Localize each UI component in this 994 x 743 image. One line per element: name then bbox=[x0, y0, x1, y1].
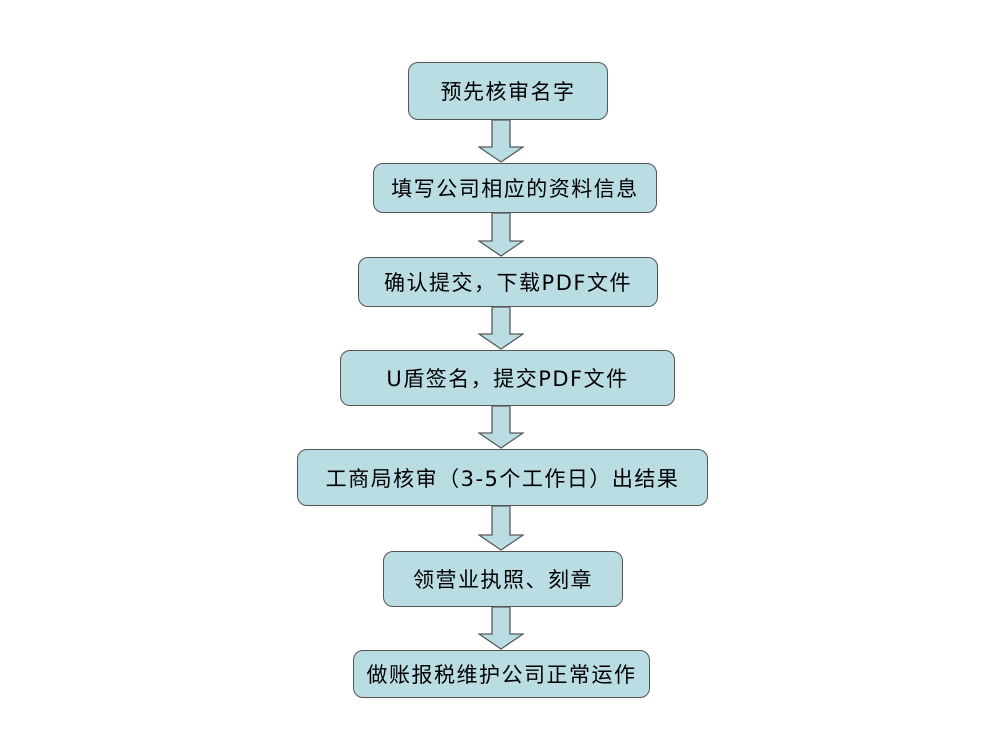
flow-node-label: 预先核审名字 bbox=[440, 80, 576, 104]
flow-node-label: 做账报税维护公司正常运作 bbox=[366, 663, 637, 687]
down-arrow-connector-icon bbox=[478, 406, 524, 449]
flow-node-step-3: 确认提交，下载PDF文件 bbox=[358, 257, 658, 307]
down-arrow-connector-icon bbox=[478, 213, 524, 257]
flow-node-label: 确认提交，下载PDF文件 bbox=[384, 271, 632, 295]
down-arrow-connector-icon bbox=[478, 506, 524, 551]
flow-node-step-5: 工商局核审（3-5个工作日）出结果 bbox=[297, 449, 708, 506]
flow-node-step-2: 填写公司相应的资料信息 bbox=[373, 163, 657, 213]
down-arrow-connector-icon bbox=[478, 307, 524, 350]
flow-node-step-4: U盾签名，提交PDF文件 bbox=[340, 350, 675, 406]
flow-node-label: 填写公司相应的资料信息 bbox=[391, 177, 639, 201]
flow-node-label: 工商局核审（3-5个工作日）出结果 bbox=[325, 466, 680, 491]
flow-node-step-1: 预先核审名字 bbox=[408, 62, 608, 120]
flow-node-label: U盾签名，提交PDF文件 bbox=[386, 367, 629, 391]
flow-node-label: 领营业执照、刻章 bbox=[413, 568, 593, 592]
flow-node-step-7: 做账报税维护公司正常运作 bbox=[353, 650, 650, 698]
flow-node-step-6: 领营业执照、刻章 bbox=[383, 551, 623, 607]
down-arrow-connector-icon bbox=[478, 607, 524, 650]
down-arrow-connector-icon bbox=[478, 120, 524, 163]
